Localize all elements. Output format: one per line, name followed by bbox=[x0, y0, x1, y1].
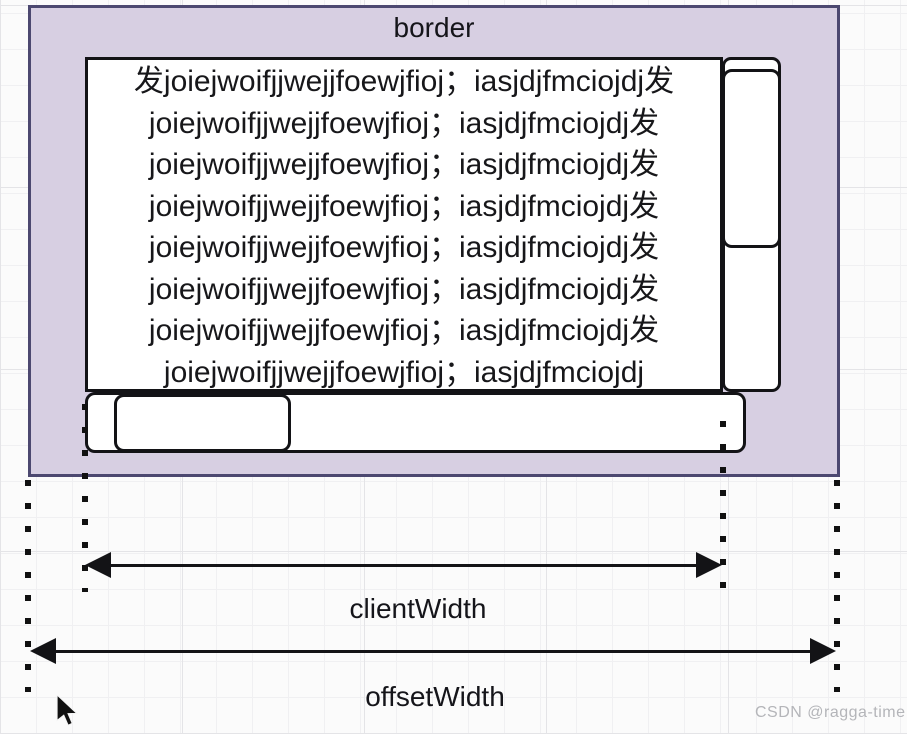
text-line: joiejwoifjjwejjfoewjfioj；iasjdjfmciojdj bbox=[163, 355, 645, 389]
text-line: joiejwoifjjwejjfoewjfioj；iasjdjfmciojdj发 bbox=[148, 272, 660, 306]
horizontal-scrollbar-thumb bbox=[114, 394, 291, 452]
text-line: joiejwoifjjwejjfoewjfioj；iasjdjfmciojdj发 bbox=[148, 189, 660, 223]
text-content: 发joiejwoifjjwejjfoewjfioj；iasjdjfmciojdj… bbox=[88, 61, 720, 389]
offset-width-right-boundary-dots bbox=[834, 480, 840, 692]
text-line: joiejwoifjjwejjfoewjfioj；iasjdjfmciojdj发 bbox=[148, 106, 660, 140]
client-width-left-boundary-dots bbox=[82, 404, 88, 592]
client-width-right-boundary-dots bbox=[720, 421, 726, 593]
text-line: 发joiejwoifjjwejjfoewjfioj；iasjdjfmciojdj… bbox=[133, 65, 675, 98]
text-line: joiejwoifjjwejjfoewjfioj；iasjdjfmciojdj发 bbox=[148, 231, 660, 264]
text-line: joiejwoifjjwejjfoewjfioj；iasjdjfmciojdj发 bbox=[148, 148, 660, 181]
watermark: CSDN @ragga-time bbox=[755, 704, 906, 721]
offset-width-arrow bbox=[30, 638, 836, 664]
text-content-box: 发joiejwoifjjwejjfoewjfioj；iasjdjfmciojdj… bbox=[85, 57, 723, 392]
client-width-label: clientWidth bbox=[349, 593, 487, 624]
mouse-cursor-icon bbox=[56, 695, 78, 726]
border-label: border bbox=[393, 12, 475, 43]
offset-width-left-boundary-dots bbox=[25, 480, 31, 692]
vertical-scrollbar-thumb bbox=[722, 69, 781, 248]
client-width-arrow bbox=[85, 552, 722, 578]
text-line: joiejwoifjjwejjfoewjfioj；iasjdjfmciojdj发 bbox=[148, 314, 660, 347]
offset-width-label: offsetWidth bbox=[365, 681, 505, 712]
